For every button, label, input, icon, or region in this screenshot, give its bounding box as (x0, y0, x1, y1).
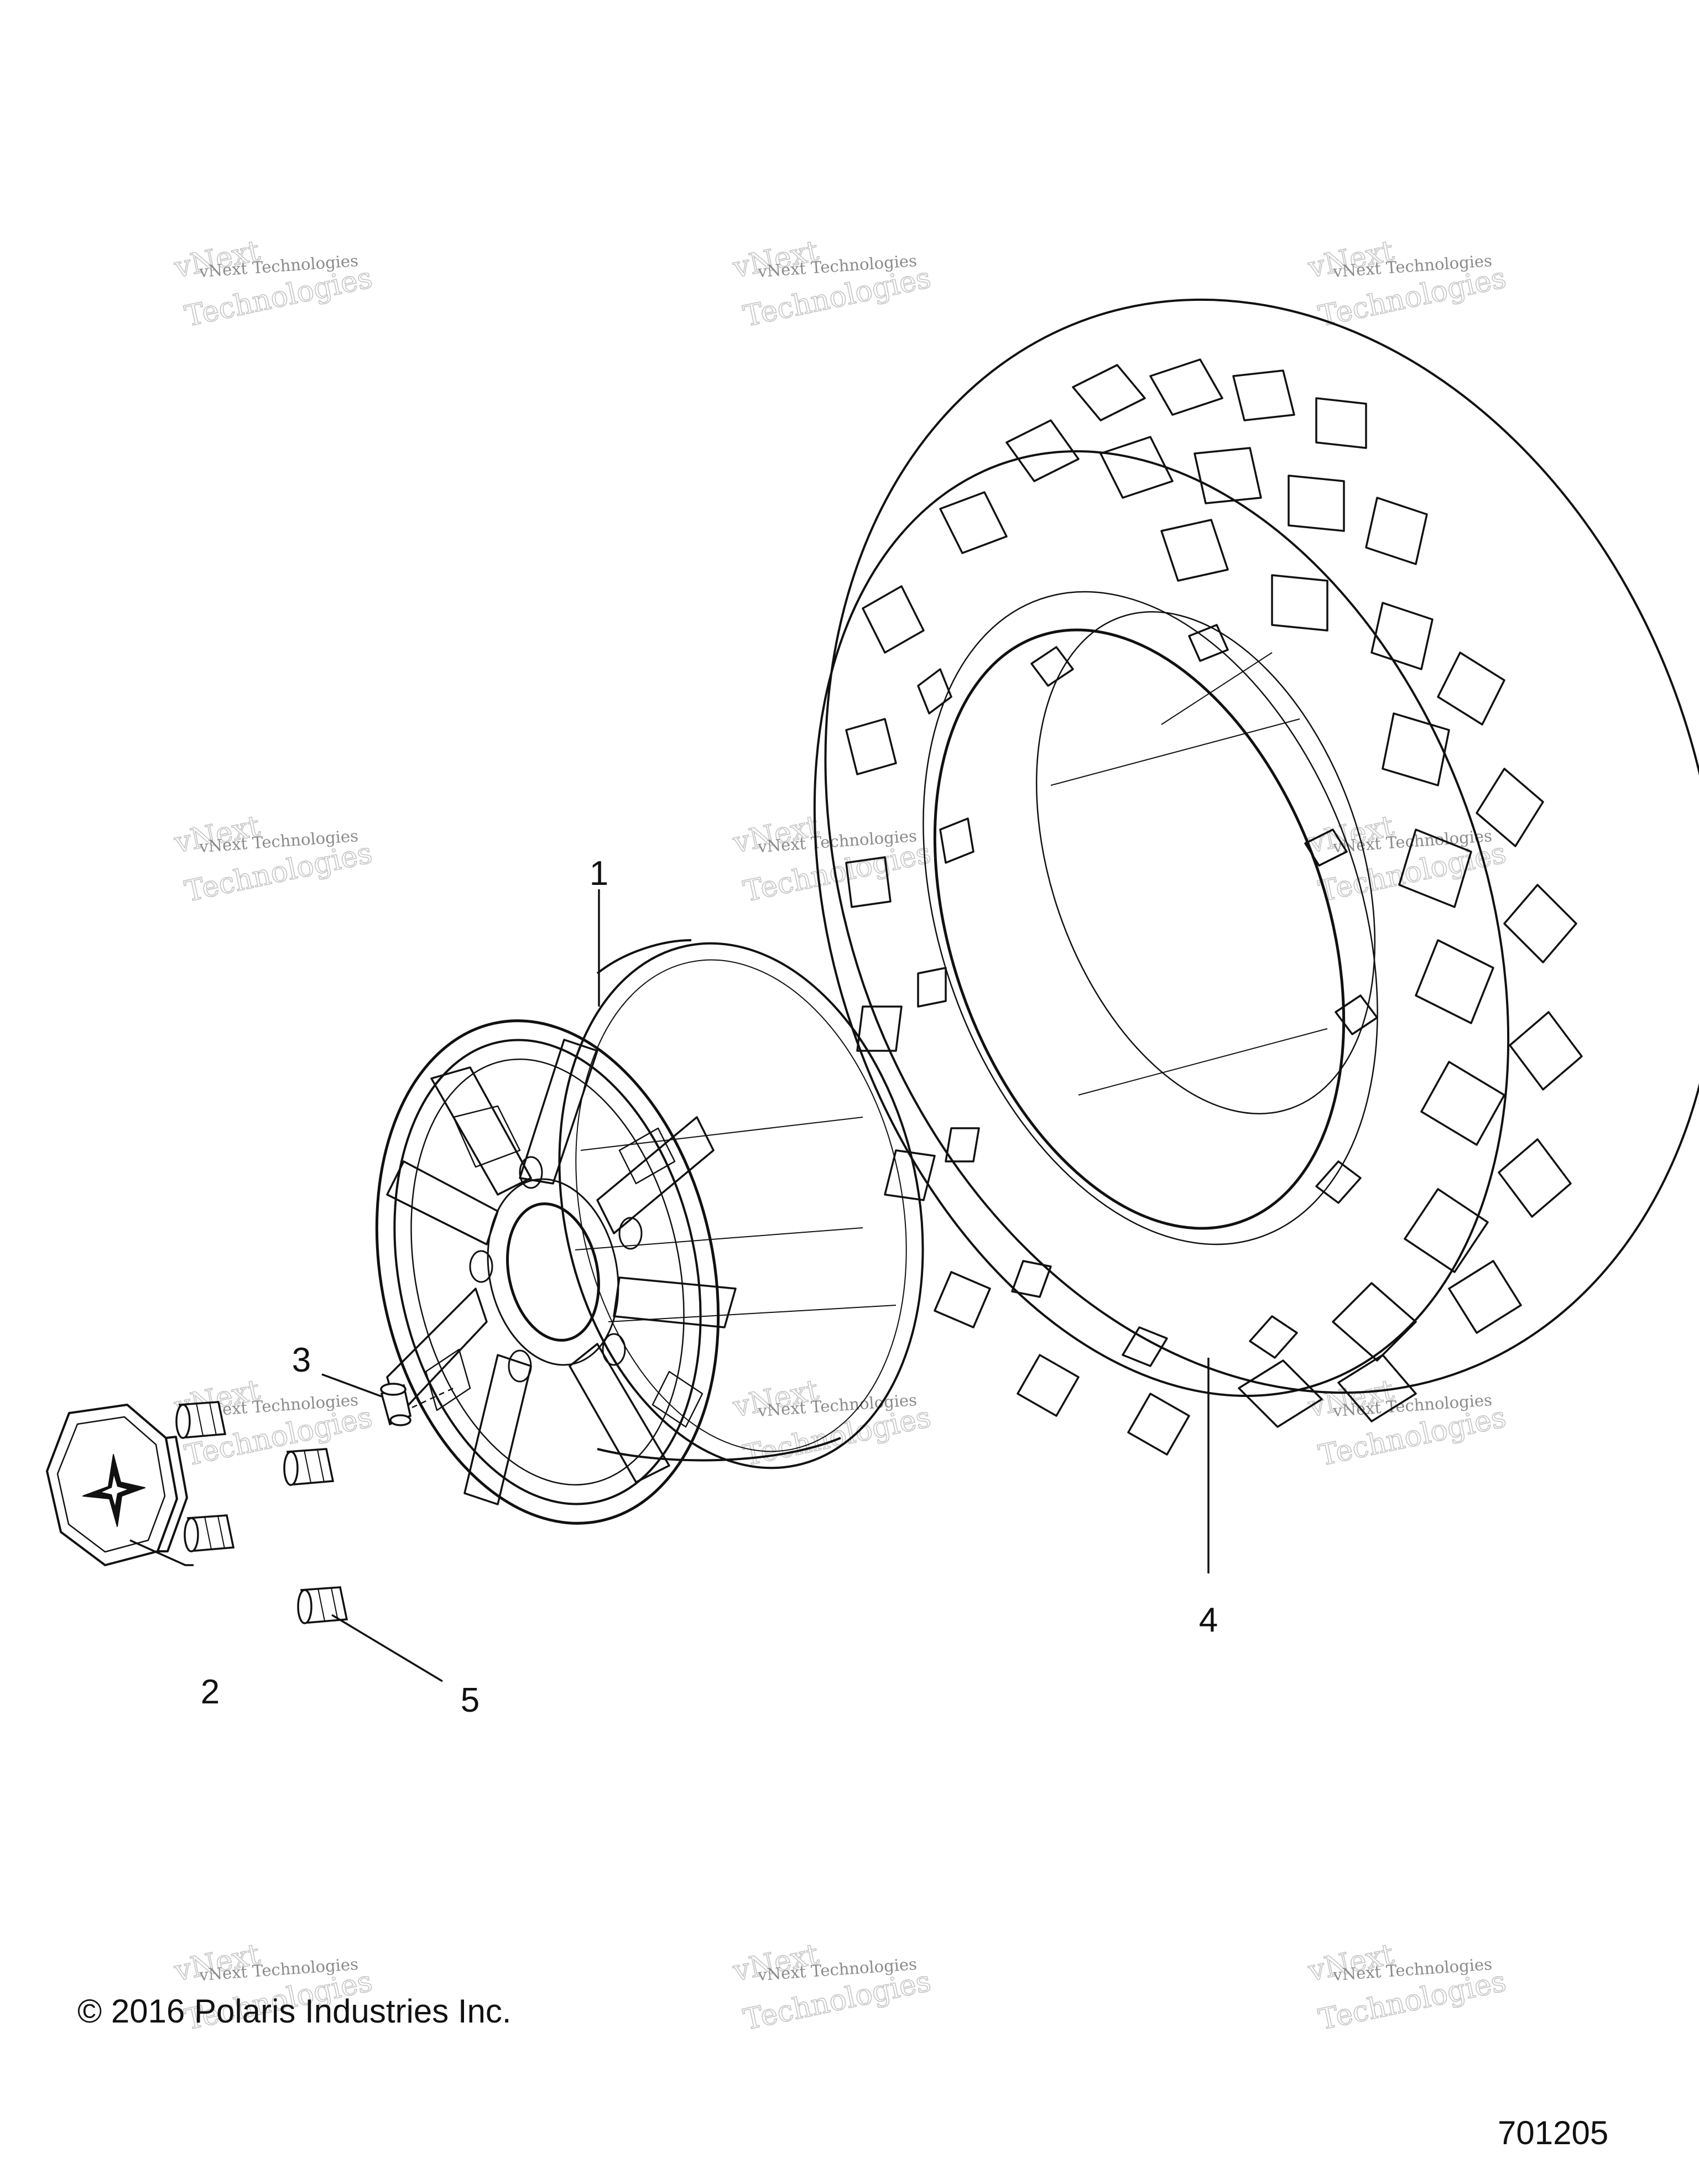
lug-nut (175, 1401, 227, 1439)
center-cap-rim (56, 1416, 166, 1553)
watermark: vNext vNext Technologies Technologies (1305, 1937, 1509, 2037)
rim-front-flange (375, 1019, 720, 1525)
leader-lines (129, 889, 1210, 1682)
tire-inner-far-edge (1035, 611, 1376, 1114)
callout-2: 2 (201, 1673, 220, 1711)
tire-bead-inner (923, 591, 1378, 1245)
tire-tread-lugs (845, 358, 1583, 1456)
lug-nut (283, 1448, 335, 1486)
watermark: vNext vNext Technologies Technologies (1305, 1373, 1509, 1473)
watermark: vNext vNext Technologies Technologies (171, 234, 376, 334)
leader-line-3 (321, 1373, 382, 1398)
watermark-grid: vNext vNext Technologies Technologies vN… (171, 234, 1509, 2037)
figure-number: 701205 (1498, 2114, 1609, 2151)
lug-nuts (175, 1401, 348, 1624)
rim-back-flange-inner (575, 959, 907, 1452)
star-logo-inner-icon (102, 1476, 127, 1505)
center-cap (46, 1404, 188, 1566)
rim-front-flange-inner (393, 1039, 702, 1505)
tire-bead-opening (933, 628, 1346, 1230)
tire-sidewall-chevrons (917, 624, 1378, 1367)
tire-sidewall-outline (813, 450, 1510, 1397)
watermark: vNext vNext Technologies Technologies (171, 809, 376, 909)
center-cap-side (157, 1436, 188, 1552)
valve-stem (380, 1383, 454, 1426)
watermark: vNext vNext Technologies Technologies (729, 1937, 934, 2037)
lug-nut (297, 1586, 348, 1624)
copyright-notice: © 2016 Polaris Industries Inc. (77, 1993, 512, 2030)
watermark: vNext vNext Technologies Technologies (729, 234, 934, 334)
lug-nut (184, 1514, 235, 1552)
rim-hub-bore (506, 1202, 600, 1342)
tire-inner-contour (1050, 652, 1328, 1096)
callout-1: 1 (590, 854, 608, 893)
leader-line-2 (129, 1539, 194, 1566)
rim-face (410, 1059, 685, 1485)
tire-outer-outline (824, 298, 1699, 1394)
callout-3: 3 (292, 1341, 311, 1379)
rim-barrel-top (596, 939, 692, 974)
rim-barrel-bottom (597, 1437, 841, 1462)
callouts: 1 2 3 4 5 (201, 854, 1218, 1719)
callout-4: 4 (1199, 1601, 1218, 1639)
leader-line-5 (331, 1614, 443, 1682)
callout-5: 5 (461, 1681, 480, 1719)
rim-back-flange (558, 942, 924, 1469)
watermark: vNext vNext Technologies Technologies (1305, 234, 1509, 334)
rim-hub-ring (487, 1178, 619, 1366)
